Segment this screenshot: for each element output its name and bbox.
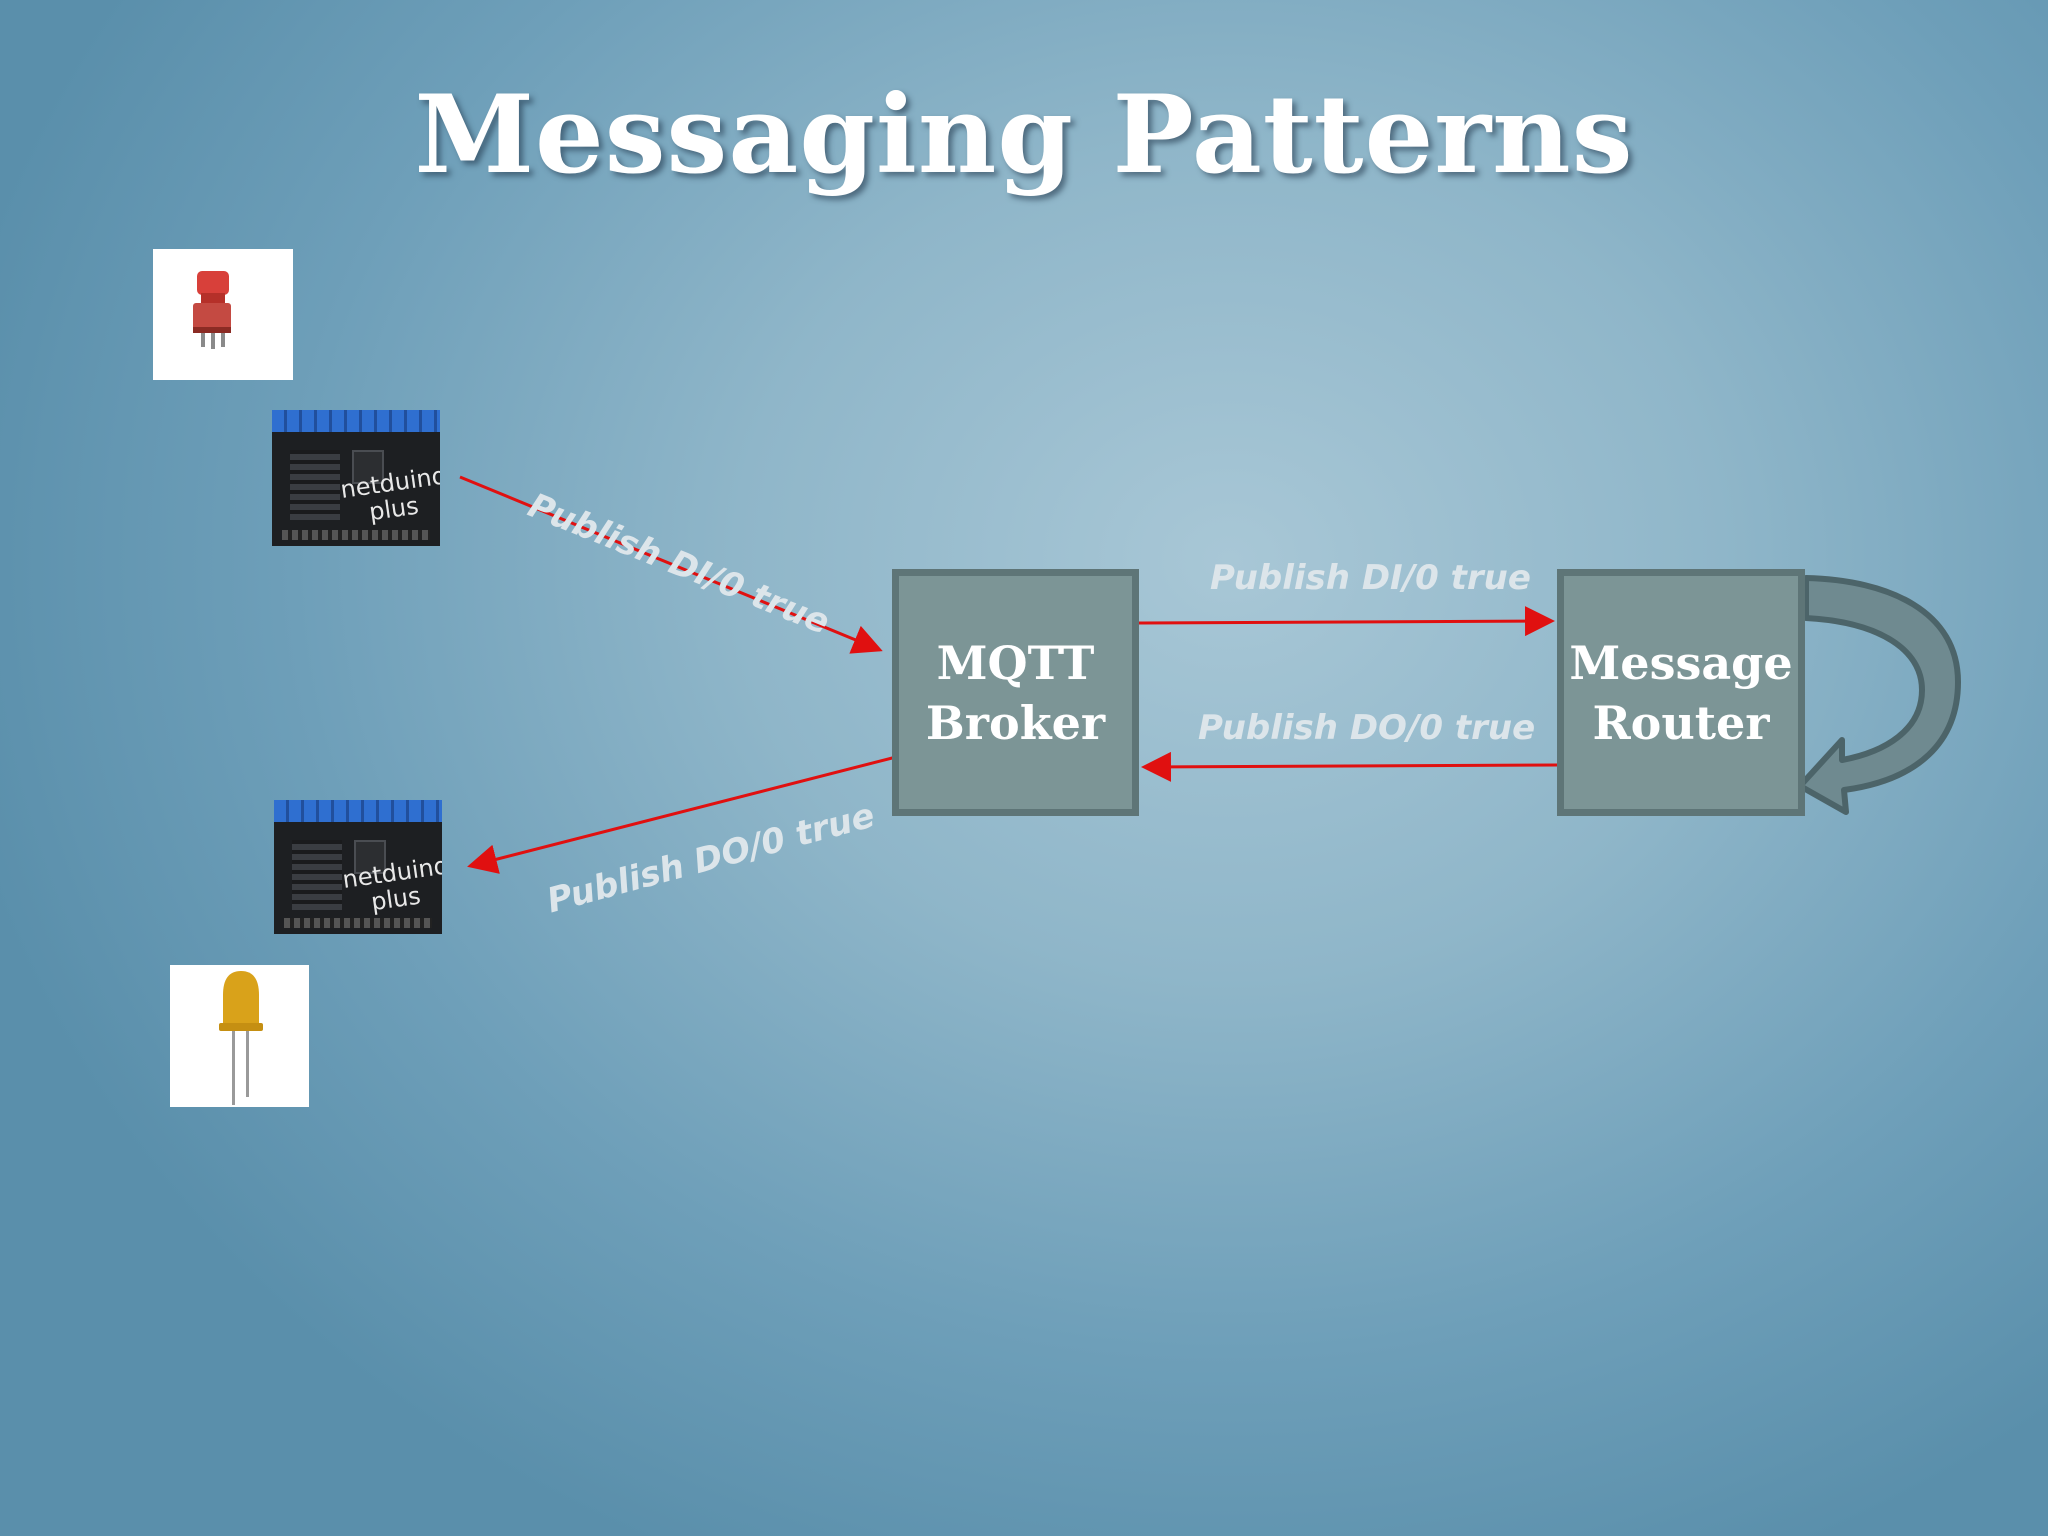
router-loop-arrow [1797,575,1961,815]
mqtt-broker-node: MQTT Broker [892,569,1139,816]
broker-label-line2: Broker [925,695,1106,750]
edge-label-broker-to-router: Publish DI/0 true [1210,558,1531,598]
push-button-image [153,249,293,380]
arrow-broker-to-router [1137,606,1555,637]
router-label-line1: Message [1569,635,1793,690]
netduino-board-input: netduino plus [272,410,440,546]
led-image [170,965,309,1107]
arrow-board-to-broker [459,475,883,654]
broker-label-line1: MQTT [936,635,1095,690]
router-label-line2: Router [1592,695,1770,750]
edge-label-router-to-broker: Publish DO/0 true [1198,708,1536,748]
slide-title: Messaging Patterns [414,72,1634,198]
message-router-node: Message Router [1557,569,1805,816]
arrow-broker-to-board [467,755,897,874]
netduino-board-output: netduino plus [274,800,442,934]
arrow-router-to-broker [1141,751,1559,782]
push-button-icon [193,271,231,349]
yellow-led-icon [219,971,263,1105]
